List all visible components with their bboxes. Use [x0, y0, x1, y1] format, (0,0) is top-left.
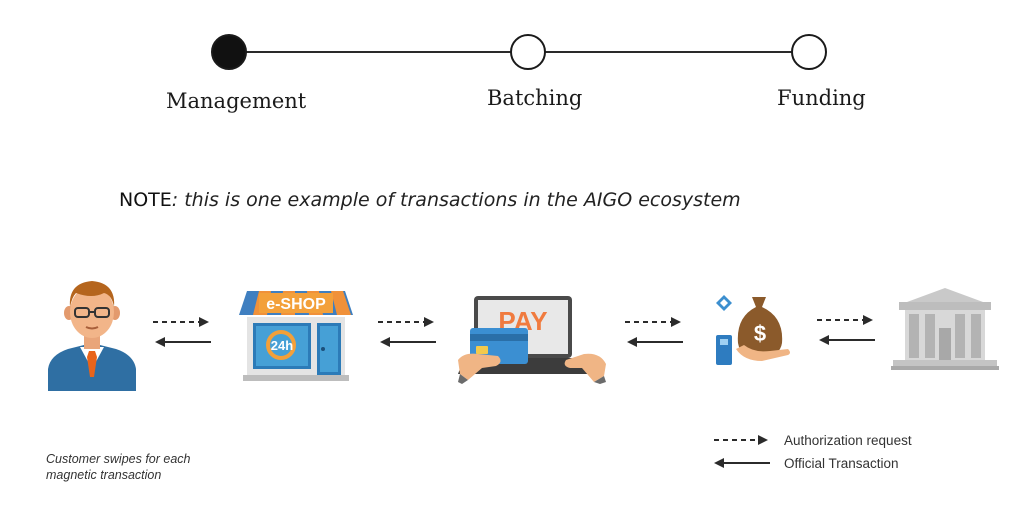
caption-line-2: magnetic transaction [46, 468, 162, 482]
legend-authorization-label: Authorization request [784, 432, 912, 448]
arrow-pair-crypto-bank [815, 312, 877, 346]
timeline-step-funding-label: Funding [777, 86, 866, 110]
crypto-money-bag-icon: $ [714, 291, 792, 367]
customer-icon [46, 277, 138, 391]
dashed-arrow-icon [714, 435, 768, 445]
arrow-pair-eshop-pay [376, 314, 438, 348]
arrow-pair-pay-crypto [623, 314, 685, 348]
money-bag-dollar-text: $ [754, 321, 766, 346]
legend-official: Official Transaction [712, 453, 899, 473]
timeline-step-batching-label: Batching [487, 86, 583, 110]
payment-laptop-icon: PAY [458, 294, 606, 384]
note: NOTE: this is one example of transaction… [119, 189, 741, 211]
solid-arrow-icon [714, 458, 770, 468]
eshop-24h-text: 24h [271, 338, 293, 353]
note-text: : this is one example of transactions in… [171, 189, 741, 211]
timeline-step-funding-dot[interactable] [791, 34, 827, 70]
eshop-sign-text: e-SHOP [266, 296, 326, 313]
note-label: NOTE [119, 189, 172, 211]
eshop-icon: e-SHOP 24h [239, 289, 353, 383]
timeline-step-batching-dot[interactable] [510, 34, 546, 70]
legend-official-label: Official Transaction [784, 455, 899, 471]
timeline-step-management-label: Management [166, 89, 307, 113]
customer-caption: Customer swipes for each magnetic transa… [46, 451, 191, 483]
bank-icon [891, 288, 999, 370]
caption-line-1: Customer swipes for each [46, 452, 191, 466]
timeline-step-management-dot[interactable] [211, 34, 247, 70]
arrow-pair-customer-eshop [151, 314, 213, 348]
legend-authorization: Authorization request [712, 430, 912, 450]
